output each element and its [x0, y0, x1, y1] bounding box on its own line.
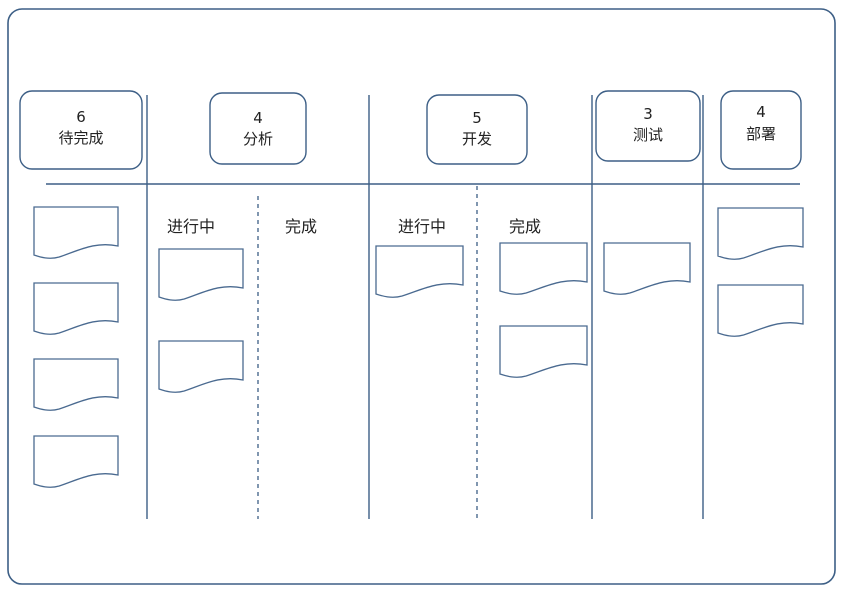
- subcolumn-label-analysis-in-progress: 进行中: [167, 217, 215, 236]
- wip-limit: 3: [643, 105, 653, 123]
- task-card-backlog: [33, 282, 119, 335]
- column-title: 部署: [746, 125, 776, 143]
- cards-layer: [33, 206, 804, 488]
- column-header-development: 5 开发: [426, 94, 528, 165]
- wip-limit: 4: [253, 109, 263, 127]
- subcolumn-label-development-in-progress: 进行中: [398, 217, 446, 236]
- task-card-development: [375, 245, 464, 298]
- column-header-analysis: 4 分析: [209, 92, 307, 165]
- column-header-deploy: 4 部署: [720, 90, 802, 170]
- task-card-test: [603, 242, 691, 295]
- task-card-backlog: [33, 206, 119, 259]
- board-frame: [7, 8, 836, 585]
- column-title: 测试: [633, 126, 663, 144]
- task-card-backlog: [33, 435, 119, 488]
- task-card-development: [499, 242, 588, 295]
- task-card-development: [499, 325, 588, 378]
- task-card-deploy: [717, 284, 804, 337]
- wip-limit: 6: [76, 108, 86, 126]
- column-header-backlog: 6 待完成: [19, 90, 143, 170]
- column-title: 分析: [243, 130, 273, 148]
- task-card-backlog: [33, 358, 119, 411]
- task-card-analysis: [158, 248, 244, 301]
- subcolumn-label-analysis-done: 完成: [285, 217, 317, 236]
- wip-limit: 5: [472, 109, 482, 127]
- subcolumn-label-development-done: 完成: [509, 217, 541, 236]
- column-title: 待完成: [58, 129, 103, 147]
- column-header-test: 3 测试: [595, 90, 701, 162]
- wip-limit: 4: [756, 103, 766, 121]
- task-card-deploy: [717, 207, 804, 260]
- task-card-analysis: [158, 340, 244, 393]
- column-title: 开发: [462, 130, 492, 148]
